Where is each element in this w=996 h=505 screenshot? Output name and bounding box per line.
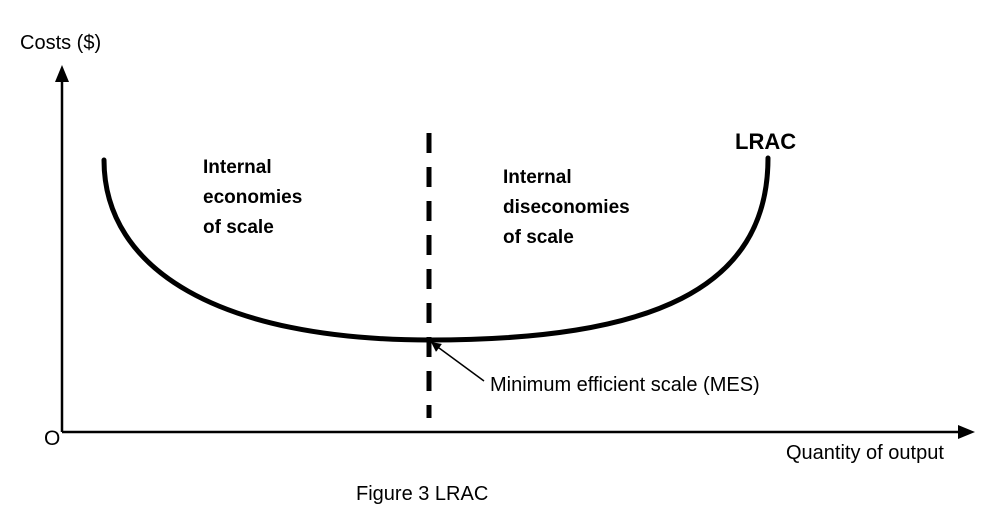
- mes-annotation-label: Minimum efficient scale (MES): [490, 374, 760, 396]
- x-axis-arrowhead: [958, 425, 975, 439]
- figure-caption: Figure 3 LRAC: [356, 483, 489, 505]
- origin-label: O: [44, 427, 61, 450]
- y-axis-arrowhead: [55, 65, 69, 82]
- region-left-label: Internal economies of scale: [203, 157, 303, 238]
- y-axis-label: Costs ($): [20, 32, 102, 54]
- lrac-label: LRAC: [735, 129, 797, 154]
- mes-annotation-arrow: [430, 342, 485, 382]
- x-axis-label: Quantity of output: [786, 442, 944, 464]
- region-right-label: Internal diseconomies of scale: [503, 167, 630, 248]
